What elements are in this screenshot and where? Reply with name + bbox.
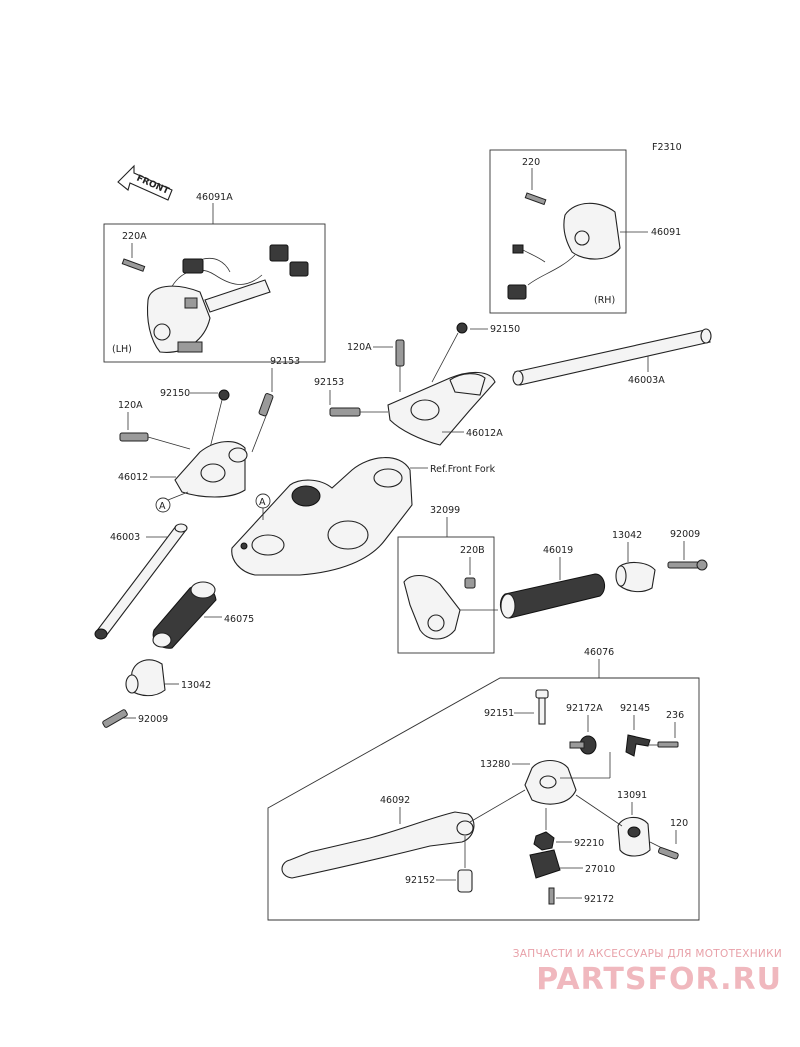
watermark: ЗАПЧАСТИ И АКСЕССУАРЫ ДЛЯ МОТОТЕХНИКИ PA… [513,948,782,997]
label-46012: 46012 [118,472,148,483]
label-46075: 46075 [224,614,254,625]
box-rh-label: (RH) [594,295,615,306]
label-46012A: 46012A [466,428,503,439]
clutch-lever-box: 46076 92151 92172A 92145 236 13280 13091 [267,647,700,921]
label-13042-right: 13042 [612,530,642,541]
marker-a-right: A [259,497,266,508]
throttle-box: 32099 220B [397,505,498,654]
label-46091: 46091 [651,227,681,238]
label-92009-right: 92009 [670,529,700,540]
label-220-rh: 220 [522,157,540,168]
label-92009-left: 92009 [138,714,168,725]
label-92172A: 92172A [566,703,603,714]
label-13042-left: 13042 [181,680,211,691]
diagram-code: F2310 [652,142,682,153]
label-13280: 13280 [480,759,510,770]
label-92151: 92151 [484,708,514,719]
marker-a-left: A [159,501,166,512]
label-120A-mid: 120A [347,342,372,353]
label-46092: 46092 [380,795,410,806]
front-arrow-icon: FRONT [117,164,173,201]
label-46003A: 46003A [628,375,665,386]
right-clamp-group: 92150 120A 92153 46012A 46003A [314,322,712,446]
label-92153-left: 92153 [270,356,300,367]
label-92152: 92152 [405,875,435,886]
label-220A-lh: 220A [122,231,147,242]
label-46003: 46003 [110,532,140,543]
label-46091A: 46091A [196,192,233,203]
label-92210: 92210 [574,838,604,849]
lh-switch-box: 46091A (LH) 220A [103,192,326,363]
label-13091: 13091 [617,790,647,801]
label-46076: 46076 [584,647,614,658]
label-220B: 220B [460,545,485,556]
label-27010: 27010 [585,864,615,875]
label-92150-top: 92150 [490,324,520,335]
label-46019: 46019 [543,545,573,556]
ref-front-fork: Ref.Front Fork [430,464,496,475]
watermark-subtitle: ЗАПЧАСТИ И АКСЕССУАРЫ ДЛЯ МОТОТЕХНИКИ [512,948,782,960]
label-92153-mid: 92153 [314,377,344,388]
label-120A-left: 120A [118,400,143,411]
box-lh-label: (LH) [112,344,132,355]
left-clamp-group: 92153 92150 120A 46012 A 46003 46075 [94,356,300,728]
right-grip-group: 46019 13042 92009 [499,529,708,619]
label-120: 120 [670,818,688,829]
watermark-logo: PARTSFOR.RU [536,962,782,997]
label-92145: 92145 [620,703,650,714]
label-92172: 92172 [584,894,614,905]
label-92150-left: 92150 [160,388,190,399]
top-triple-clamp: Ref.Front Fork A [231,457,496,576]
label-236: 236 [666,710,684,721]
rh-switch-box: (RH) 220 46091 [489,149,681,314]
label-32099: 32099 [430,505,460,516]
